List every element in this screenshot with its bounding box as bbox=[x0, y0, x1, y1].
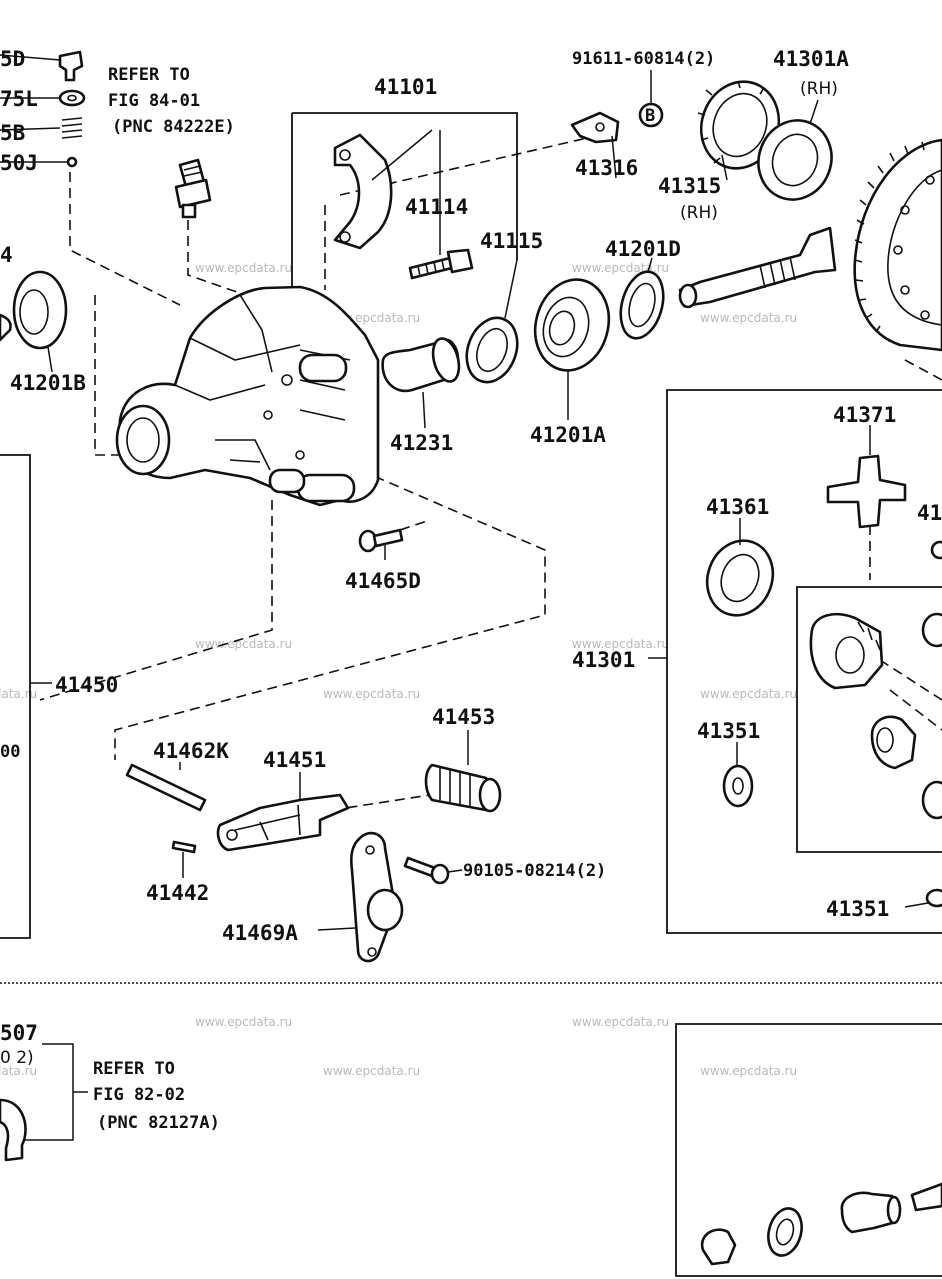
lower-right-box bbox=[675, 1023, 942, 1277]
label-41315: 41315 bbox=[658, 174, 721, 198]
circle-marker-letter: B bbox=[645, 106, 655, 126]
bearing-41201B bbox=[0, 270, 68, 350]
ring-gear bbox=[853, 138, 942, 352]
carrier-housing bbox=[115, 285, 380, 507]
key-41442 bbox=[171, 840, 197, 854]
pinion-gear bbox=[870, 715, 917, 770]
bracket-41101 bbox=[291, 112, 518, 305]
label-41315-rh: (RH) bbox=[680, 203, 718, 223]
label-41351: 41351 bbox=[697, 719, 760, 743]
ref1-line2: FIG 84-01 bbox=[108, 91, 200, 111]
label-41231: 41231 bbox=[390, 431, 453, 455]
ref2-line1: REFER TO bbox=[93, 1059, 175, 1079]
shift-fork-41451 bbox=[216, 793, 350, 852]
lower-box-parts bbox=[700, 1182, 942, 1266]
ref1-line1: REFER TO bbox=[108, 65, 190, 85]
label-90105: 90105-08214(2) bbox=[463, 861, 606, 881]
watermark: www.epcdata.ru bbox=[195, 1015, 292, 1029]
watermark: www.epcdata.ru bbox=[700, 311, 797, 325]
bearing-cap bbox=[333, 133, 393, 250]
label-41450: 41450 bbox=[55, 673, 118, 697]
top-left-fasteners bbox=[0, 50, 86, 168]
watermark: www.epcdata.ru bbox=[700, 1064, 797, 1078]
label-41301: 41301 bbox=[572, 648, 635, 672]
bearing-41201A bbox=[533, 278, 611, 372]
part-labels: 41101 41114 41115 41316 41315 (RH) 91611… bbox=[0, 47, 942, 1068]
label-41201A: 41201A bbox=[530, 423, 606, 447]
label-41301A: 41301A bbox=[773, 47, 849, 71]
label-41451: 41451 bbox=[263, 748, 326, 772]
shift-lever-41469A bbox=[349, 831, 404, 963]
label-41201B: 41201B bbox=[10, 371, 86, 395]
label-41469A: 41469A bbox=[222, 921, 298, 945]
side-bearing-41301A bbox=[757, 119, 833, 201]
label-507-qty: 0 2) bbox=[0, 1048, 34, 1068]
pinion-shaft-41371 bbox=[826, 454, 907, 529]
label-left-50j: 50J bbox=[0, 151, 38, 175]
watermark: www.epcdata.ru bbox=[195, 637, 292, 651]
drive-pinion bbox=[678, 226, 837, 309]
label-41465D: 41465D bbox=[345, 569, 421, 593]
lock-plate-41316 bbox=[570, 111, 620, 144]
assembly-dashed-lines bbox=[39, 134, 942, 816]
label-left-75l: 75L bbox=[0, 87, 38, 111]
watermark: www.epcdata.ru bbox=[572, 637, 669, 651]
label-41453: 41453 bbox=[432, 705, 495, 729]
watermark: www.epcdata.ru bbox=[700, 687, 797, 701]
bolt-41465D bbox=[358, 528, 404, 560]
label-41462K: 41462K bbox=[153, 739, 229, 763]
side-gear bbox=[809, 613, 884, 690]
label-41114: 41114 bbox=[405, 195, 468, 219]
ref2-line2: FIG 82-02 bbox=[93, 1085, 185, 1105]
leader-lines bbox=[25, 70, 929, 1141]
sleeve-41453 bbox=[424, 763, 502, 813]
label-41201D: 41201D bbox=[605, 237, 681, 261]
watermarks: www.epcdata.ru www.epcdata.ru www.epcdat… bbox=[0, 261, 797, 1078]
reference-notes: REFER TO FIG 84-01 (PNC 84222E) REFER TO… bbox=[93, 65, 235, 1133]
ref2-line3: (PNC 82127A) bbox=[97, 1113, 220, 1133]
watermark: www.epcdata.ru bbox=[572, 1015, 669, 1029]
label-91611: 91611-60814(2) bbox=[572, 49, 715, 69]
label-left-5b: 5B bbox=[0, 121, 25, 145]
shim-41201D bbox=[619, 270, 665, 340]
label-41301A-rh: (RH) bbox=[800, 79, 838, 99]
label-41442: 41442 bbox=[146, 881, 209, 905]
watermark: www.epcdata.ru bbox=[0, 687, 37, 701]
thrust-washer-41361 bbox=[705, 539, 775, 617]
watermark: www.epcdata.ru bbox=[323, 1064, 420, 1078]
label-cut-41: 41 bbox=[917, 501, 942, 525]
label-507: 507 bbox=[0, 1021, 38, 1045]
label-41351-lower: 41351 bbox=[826, 897, 889, 921]
box-edge-parts bbox=[921, 540, 942, 908]
label-41371: 41371 bbox=[833, 403, 896, 427]
label-41361: 41361 bbox=[706, 495, 769, 519]
label-cut-4: 4 bbox=[0, 243, 13, 267]
pinion-gear-box bbox=[796, 586, 942, 853]
label-cut-00: 00 bbox=[0, 742, 20, 762]
washer-41351 bbox=[722, 764, 754, 808]
bolt-90105 bbox=[403, 856, 450, 885]
spacer-41231 bbox=[381, 337, 461, 393]
left-assembly-box bbox=[0, 454, 31, 939]
watermark: www.epcdata.ru bbox=[323, 687, 420, 701]
switch-part bbox=[174, 158, 212, 219]
label-41115: 41115 bbox=[480, 229, 543, 253]
bolt-41114 bbox=[408, 248, 474, 280]
pin-41462K bbox=[125, 763, 207, 812]
ref1-line3: (PNC 84222E) bbox=[112, 117, 235, 137]
label-left-5d: 5D bbox=[0, 47, 25, 71]
watermark: www.epcdata.ru bbox=[195, 261, 292, 275]
label-41316: 41316 bbox=[575, 156, 638, 180]
label-41101: 41101 bbox=[374, 75, 437, 99]
watermark: www.epcdata.ru bbox=[0, 1064, 37, 1078]
oil-seal-41115 bbox=[465, 316, 519, 384]
differential-case-box bbox=[666, 389, 942, 934]
breather-hose bbox=[0, 1098, 27, 1162]
